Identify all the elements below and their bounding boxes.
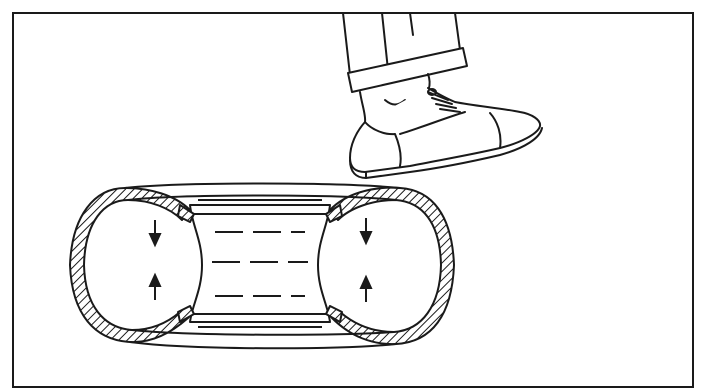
shoe-upper [350, 88, 540, 172]
arrow-down-left [150, 220, 160, 245]
trouser-cuff [348, 48, 467, 92]
tread-bottom [130, 342, 396, 348]
trouser-right-edge [455, 13, 460, 50]
right-sidewall [330, 188, 454, 344]
trouser-crease [382, 13, 388, 70]
trouser-left-edge [343, 13, 350, 75]
foot-pressing-down [343, 13, 542, 178]
arrow-down-right [361, 218, 371, 243]
tire-cross-section [70, 184, 454, 349]
arrow-up-right [361, 277, 371, 302]
trouser-crease-2 [410, 13, 413, 35]
wheel-rim [190, 205, 330, 322]
left-sidewall [70, 188, 190, 342]
ankle-back [360, 92, 365, 122]
tread-top [125, 184, 400, 189]
arrow-up-left [150, 275, 160, 300]
